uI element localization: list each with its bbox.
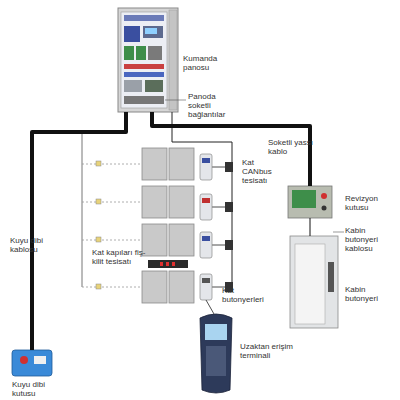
terminal-screen	[205, 324, 227, 340]
inspection-box-drawing	[288, 186, 332, 218]
terminal-row	[124, 64, 164, 69]
landing-button-panels	[200, 154, 212, 300]
keypad	[206, 346, 226, 376]
din-rail	[124, 15, 164, 21]
power-supply	[145, 80, 163, 92]
door-panel	[169, 186, 194, 218]
component-label: Revizyon kutusu	[345, 194, 391, 212]
door-panel	[142, 148, 167, 180]
wire	[82, 287, 142, 288]
cable-label: Kabin butonyeri kablosu	[345, 226, 395, 253]
cabin-drawing	[290, 236, 338, 328]
wire	[212, 245, 226, 246]
lock-symbol	[96, 199, 101, 204]
cabinet	[118, 8, 178, 112]
cabin-button-panel	[328, 262, 334, 292]
lcd-module	[143, 26, 163, 38]
box	[12, 350, 52, 376]
cable	[310, 218, 311, 236]
door-panel	[142, 271, 167, 303]
wire	[212, 167, 226, 168]
cabinet-inner	[121, 12, 167, 108]
lcd-screen	[145, 28, 157, 34]
lock-symbol	[96, 237, 101, 242]
wire	[82, 240, 142, 241]
cabin: Kabin butonyeri	[290, 236, 338, 328]
control-panel-drawing	[118, 8, 178, 112]
door-panel	[142, 186, 167, 218]
relay	[136, 46, 146, 60]
display	[202, 278, 210, 283]
landing-doors	[142, 148, 194, 303]
door-panel	[169, 224, 194, 256]
remote-terminal: Uzaktan erişim terminali	[198, 312, 234, 396]
cable-label: Kuyu dibi kablosu	[10, 236, 56, 254]
door-panel	[169, 271, 194, 303]
junction-box	[225, 162, 233, 172]
socket	[34, 356, 46, 364]
wire	[212, 207, 226, 208]
button-panel	[200, 232, 212, 258]
canbus-wiring	[172, 112, 233, 292]
wire	[172, 112, 232, 290]
box	[288, 186, 332, 218]
display	[202, 236, 210, 241]
display	[202, 158, 210, 163]
floor-indicator	[148, 260, 188, 268]
component-label: Kumanda panosu	[183, 54, 229, 72]
cabin-door	[295, 244, 325, 324]
door-panel	[142, 224, 167, 256]
stop-button	[321, 193, 327, 199]
inspection-box: Revizyon kutusu	[288, 186, 332, 218]
cabin-body	[290, 236, 338, 328]
cable-label: Kat CANbus tesisatı	[242, 158, 282, 185]
door-panel	[169, 148, 194, 180]
pit-box-drawing	[12, 350, 52, 376]
controller-board	[124, 26, 140, 42]
component-label: Kabin butonyeri	[345, 285, 393, 303]
wire	[82, 132, 83, 287]
button-panel	[200, 194, 212, 220]
pit-box: Kuyu dibi kutusu	[12, 350, 52, 376]
junction-box	[225, 202, 233, 212]
cable	[32, 112, 126, 350]
socket-label: Panoda soketli bağlantılar	[188, 92, 236, 119]
button	[322, 206, 327, 211]
cable-label: Soketli yassı kablo	[268, 138, 316, 156]
wiring-label: Kat kapıları fiş-kilit tesisatı	[92, 248, 146, 266]
wire	[206, 300, 214, 314]
relay	[124, 46, 134, 60]
wire	[82, 164, 142, 165]
component-label: Uzaktan erişim terminali	[240, 342, 312, 360]
socket-row	[124, 96, 164, 104]
leader-line	[165, 100, 186, 101]
circuit-board	[292, 190, 316, 208]
control-panel: Kumanda panosu	[118, 8, 178, 112]
button-panel	[200, 154, 212, 180]
leader-line	[333, 232, 344, 233]
cabinet-door	[169, 10, 177, 110]
indicator-digit	[166, 262, 169, 266]
remote-terminal-drawing	[200, 314, 232, 393]
indicator-digit	[172, 262, 175, 266]
component-label: Kuyu dibi kutusu	[12, 380, 62, 398]
indicator-digit	[160, 262, 163, 266]
lock-symbol	[96, 284, 101, 289]
junction-box	[225, 240, 233, 250]
button-panel	[200, 274, 212, 300]
display	[202, 198, 210, 203]
stop-button	[20, 356, 28, 364]
component-label: Kat butonyerleri	[222, 286, 274, 304]
wire	[82, 202, 142, 203]
lock-symbol	[96, 161, 101, 166]
contactor	[148, 46, 162, 60]
transformer	[124, 80, 142, 92]
terminal-row	[124, 72, 164, 77]
terminal-body	[200, 314, 232, 393]
